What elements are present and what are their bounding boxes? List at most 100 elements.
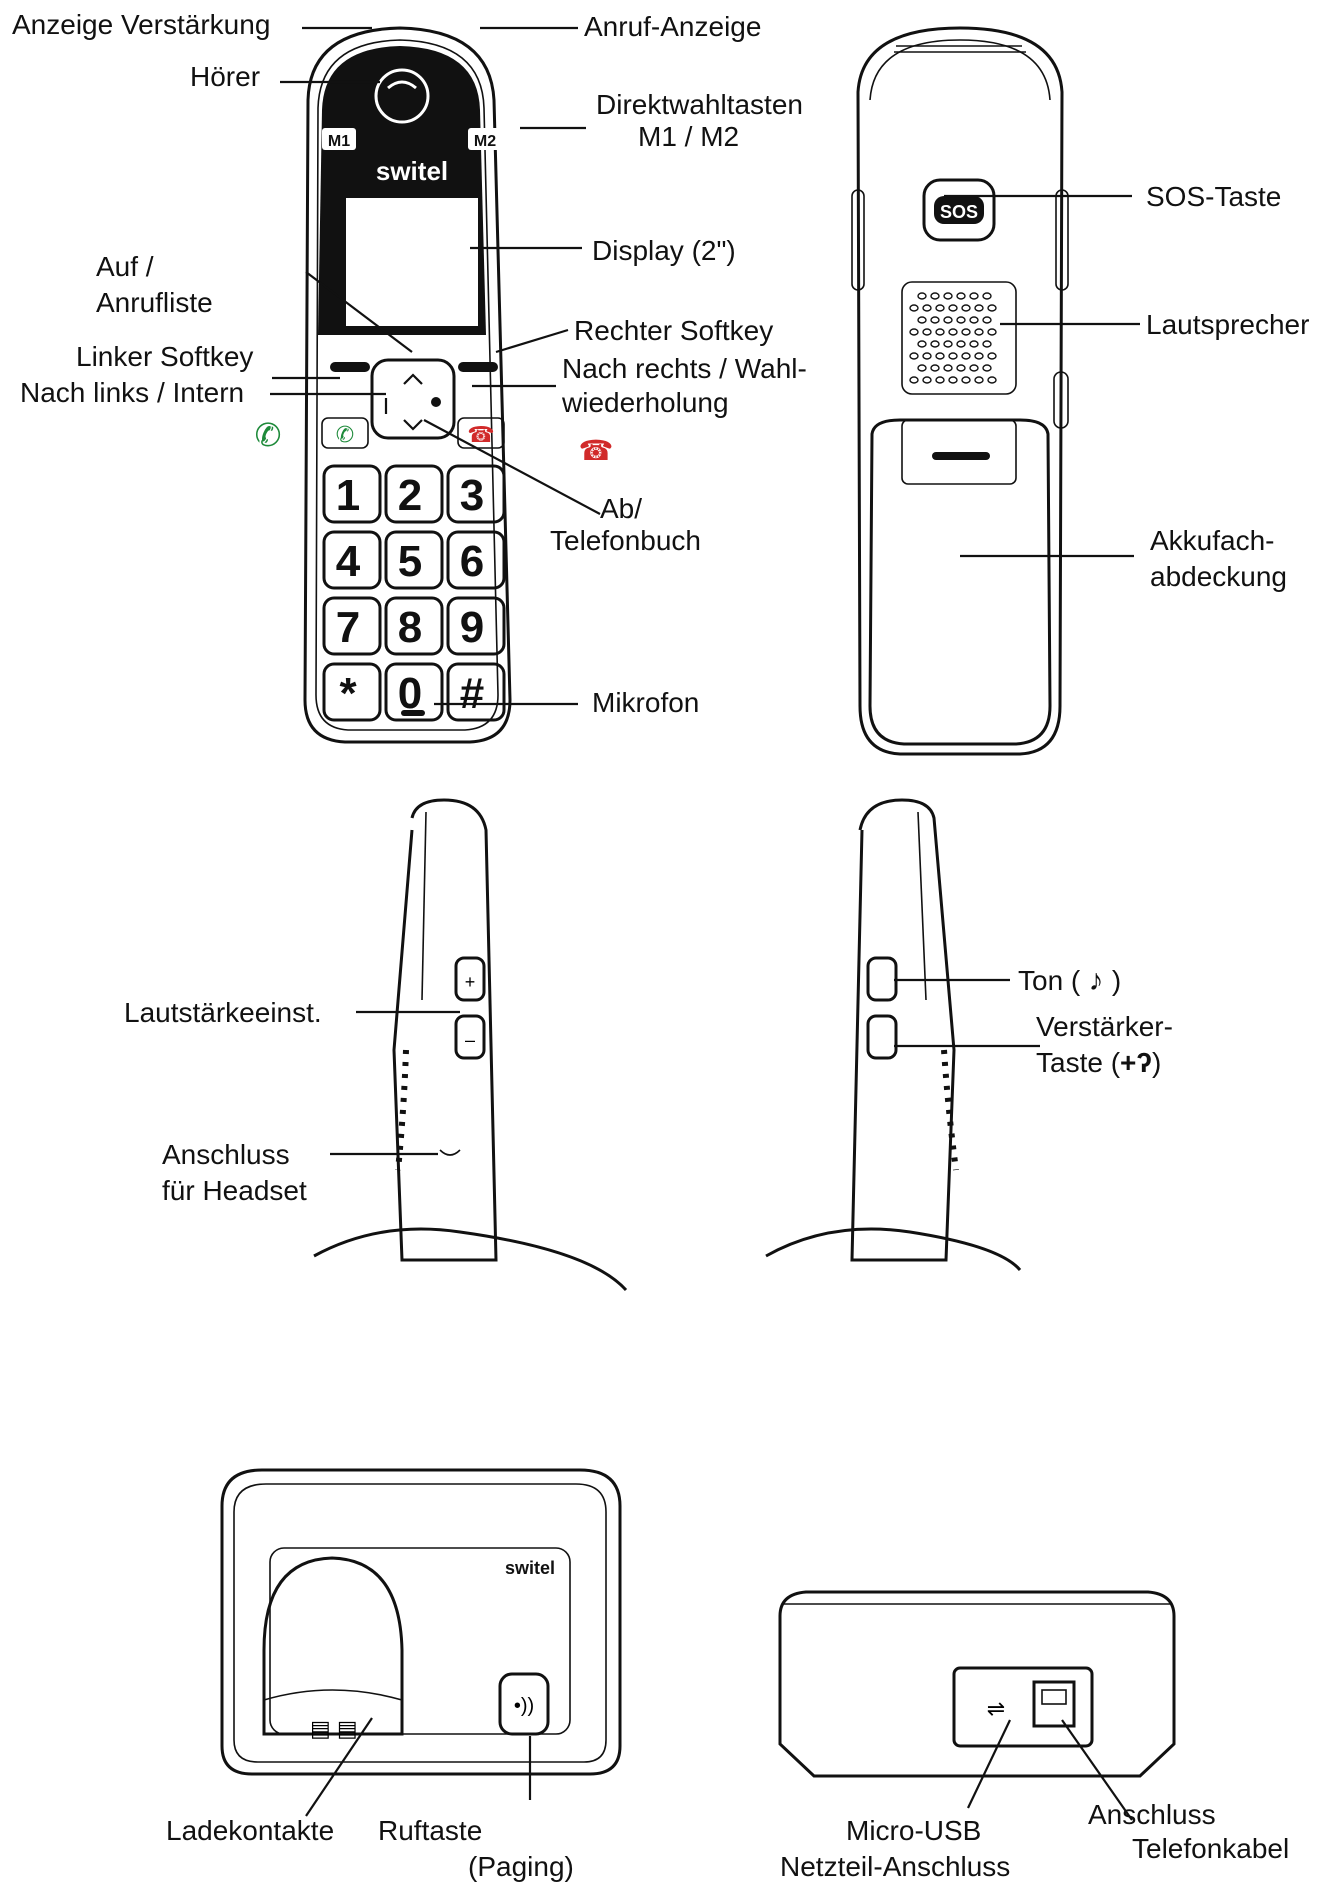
speaker-hole	[988, 329, 996, 335]
nav-down-icon	[404, 420, 422, 429]
keypad-key-label: 9	[460, 603, 484, 652]
speaker-hole	[918, 293, 926, 299]
speaker-hole	[970, 365, 978, 371]
label-display: Display (2")	[592, 235, 736, 266]
speaker-hole	[944, 317, 952, 323]
label-speaker: Lautsprecher	[1146, 309, 1309, 340]
speaker-hole	[970, 341, 978, 347]
label-line-2: Telefonkabel	[1132, 1833, 1289, 1864]
speaker-hole	[910, 377, 918, 383]
label-amp-2-pre: Taste (	[1036, 1047, 1121, 1078]
speaker-hole	[957, 317, 965, 323]
speaker-hole	[918, 317, 926, 323]
label-earpiece: Hörer	[190, 61, 260, 92]
call-end-icon: ☎	[579, 435, 614, 466]
keypad-key-label: 3	[460, 471, 484, 520]
speaker-hole	[949, 305, 957, 311]
label-direct-keys-1: Direktwahltasten	[596, 89, 803, 120]
label-right-nav-2: wiederholung	[561, 387, 729, 418]
label-up-2: Anrufliste	[96, 287, 213, 318]
right-softkey[interactable]	[458, 362, 498, 372]
speaker-hole	[923, 329, 931, 335]
base-curve-right	[766, 1229, 1020, 1270]
display-screen	[346, 198, 478, 326]
nav-up-icon	[404, 375, 422, 384]
speaker-hole	[910, 329, 918, 335]
usb-port-icon: ⇌	[987, 1696, 1005, 1721]
label-amp-2: Taste (+ʔ)	[1036, 1047, 1161, 1078]
label-right-softkey: Rechter Softkey	[574, 315, 773, 346]
label-paging-2: (Paging)	[468, 1851, 574, 1882]
label-line-1: Anschluss	[1088, 1799, 1216, 1830]
label-charge-contacts: Ladekontakte	[166, 1815, 334, 1846]
call-accept-key-icon: ✆	[336, 422, 354, 447]
label-tone: Ton ( ♪ )	[1018, 964, 1121, 997]
speaker-hole	[962, 353, 970, 359]
keypad-key-label: 7	[336, 603, 360, 652]
label-right-nav-1: Nach rechts / Wahl-	[562, 353, 807, 384]
volume-down-icon: –	[465, 1030, 475, 1050]
tone-button[interactable]	[868, 958, 896, 1000]
speaker-hole	[944, 293, 952, 299]
label-volume: Lautstärkeeinst.	[124, 997, 322, 1028]
left-softkey[interactable]	[330, 362, 370, 372]
speaker-hole	[962, 305, 970, 311]
label-headset-2: für Headset	[162, 1175, 307, 1206]
label-left-nav: Nach links / Intern	[20, 377, 244, 408]
label-microphone: Mikrofon	[592, 687, 699, 718]
label-up-1: Auf /	[96, 251, 154, 282]
label-headset-1: Anschluss	[162, 1139, 290, 1170]
speaker-hole	[975, 353, 983, 359]
speaker-hole	[936, 377, 944, 383]
speaker-hole	[970, 317, 978, 323]
label-paging-1: Ruftaste	[378, 1815, 482, 1846]
label-battery-1: Akkufach-	[1150, 525, 1275, 556]
speaker-hole	[957, 293, 965, 299]
base-station-top: switel ▤ ▤ •))	[222, 1470, 620, 1774]
speaker-hole	[931, 341, 939, 347]
speaker-hole	[931, 317, 939, 323]
keypad-key-label: 2	[398, 471, 422, 520]
speaker-hole	[988, 305, 996, 311]
label-amp-1: Verstärker-	[1036, 1011, 1173, 1042]
base-top-labels: Ladekontakte Ruftaste (Paging)	[166, 1815, 574, 1882]
handset-back: SOS	[852, 28, 1068, 754]
speaker-hole	[975, 305, 983, 311]
amplifier-button[interactable]	[868, 1016, 896, 1058]
speaker-hole	[975, 329, 983, 335]
call-accept-icon: ✆	[255, 417, 282, 453]
keypad-key-label: 6	[460, 537, 484, 586]
speaker-hole	[970, 293, 978, 299]
keypad-key-label: 8	[398, 603, 422, 652]
speaker-hole	[936, 353, 944, 359]
m1-key-label: M1	[328, 133, 350, 150]
speaker-hole	[923, 377, 931, 383]
handset-cradle	[264, 1558, 402, 1734]
label-down-2: Telefonbuch	[550, 525, 701, 556]
side-left-labels: Lautstärkeeinst. Anschluss für Headset	[124, 997, 322, 1206]
speaker-hole	[923, 305, 931, 311]
speaker-hole	[910, 305, 918, 311]
m2-key-label: M2	[474, 133, 496, 150]
speaker-hole	[949, 329, 957, 335]
speaker-hole	[983, 317, 991, 323]
label-usb-1: Micro-USB	[846, 1815, 981, 1846]
base-station-back: ⇌	[780, 1592, 1174, 1776]
speaker-hole	[918, 341, 926, 347]
speaker-hole	[944, 341, 952, 347]
label-amp-2-post: )	[1152, 1047, 1161, 1078]
speaker-hole	[988, 377, 996, 383]
keypad-key-label: #	[460, 669, 484, 718]
label-direct-keys-2: M1 / M2	[638, 121, 739, 152]
speaker-hole	[949, 377, 957, 383]
handset-side-right	[766, 800, 1020, 1270]
paging-icon: •))	[514, 1695, 534, 1717]
front-brand-logo: switel	[376, 156, 448, 186]
label-down-1: Ab/	[600, 493, 642, 524]
side-right-labels: Ton ( ♪ ) Verstärker- Taste (+ʔ)	[1018, 964, 1173, 1078]
headset-jack	[440, 1150, 460, 1155]
music-note-icon: ♪	[1080, 964, 1112, 997]
nav-pad[interactable]	[372, 360, 454, 438]
speaker-hole	[936, 305, 944, 311]
keypad-key-label: 1	[336, 471, 360, 520]
